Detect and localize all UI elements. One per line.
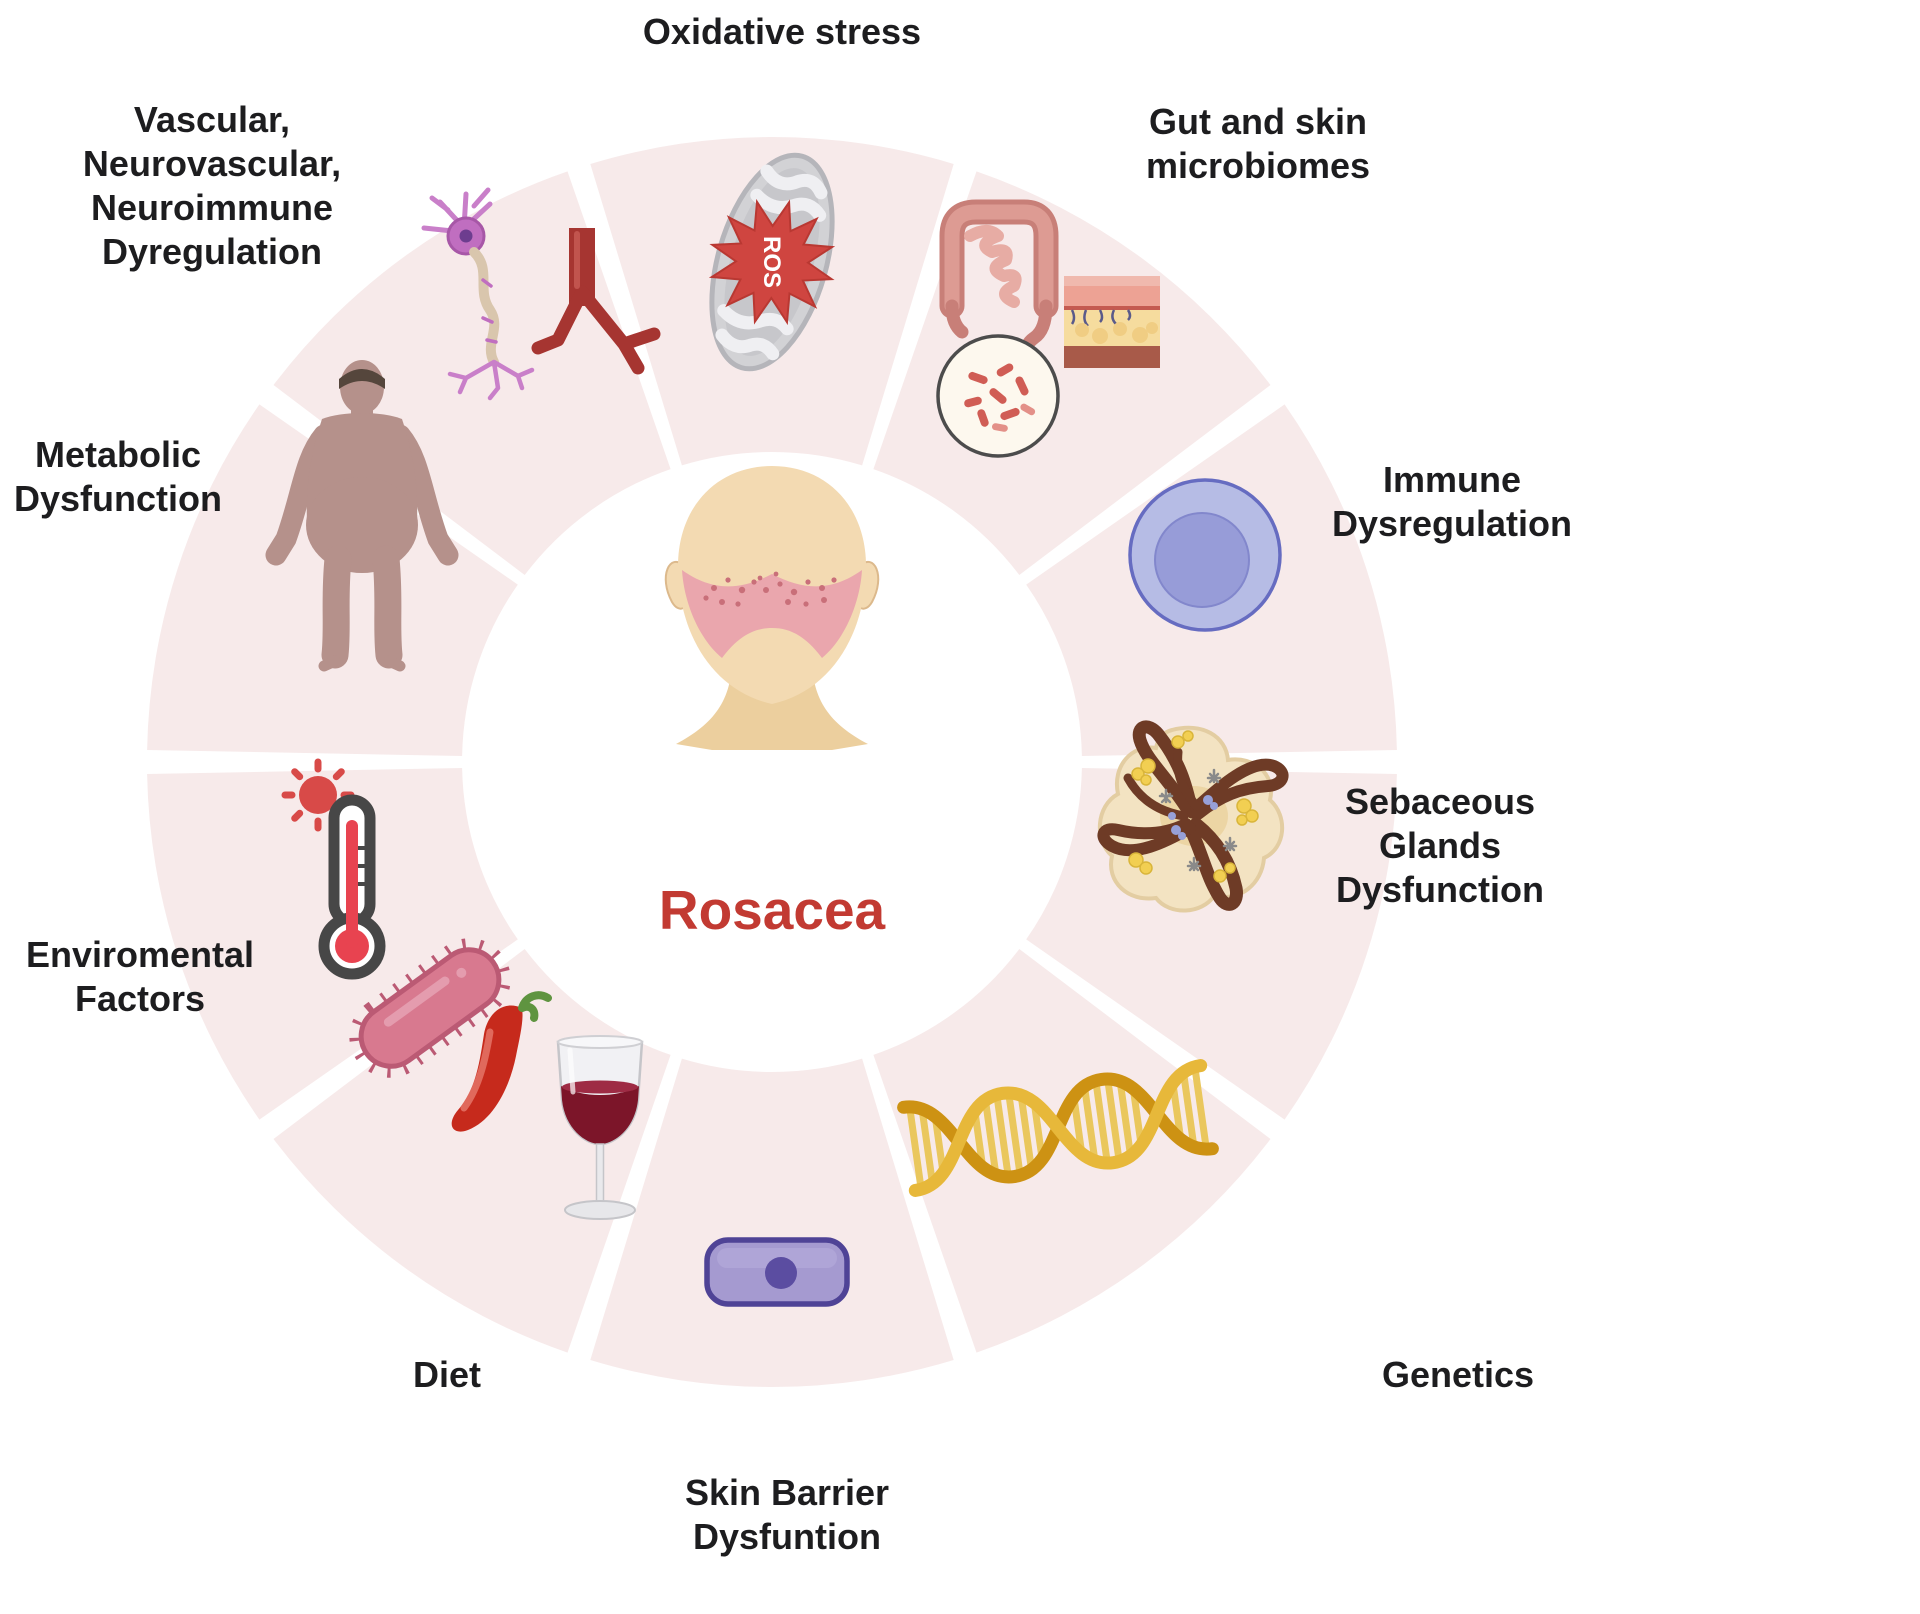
- ros-starburst-icon: ROS: [708, 198, 836, 326]
- label-oxidative-stress: Oxidative stress: [642, 11, 922, 52]
- petri-dish-icon: [936, 334, 1060, 458]
- ros-text: ROS: [758, 236, 785, 288]
- dna-icon: [897, 1059, 1219, 1197]
- label-skin-barrier: Skin Barrier Dysfuntion: [684, 1472, 890, 1557]
- skin-icon: [1064, 276, 1160, 368]
- label-sebaceous-glands: Sebaceous Glands Dysfunction: [1335, 781, 1545, 910]
- immune-cell-icon: [1128, 478, 1282, 632]
- label-vascular: Vascular, Neurovascular, Neuroimmune Dyr…: [82, 99, 342, 272]
- neuron-icon: [421, 187, 535, 401]
- label-gut-skin-microbiomes: Gut and skin microbiomes: [1145, 101, 1371, 186]
- label-diet: Diet: [412, 1354, 482, 1395]
- face-icon: [664, 466, 880, 750]
- blood-vessel-icon: [531, 228, 661, 375]
- rosacea-rash: [682, 570, 862, 658]
- label-environmental: Enviromental Factors: [25, 934, 255, 1019]
- label-immune-dysregulation: Immune Dysregulation: [1331, 459, 1573, 544]
- segment-skin-barrier: [590, 1058, 954, 1387]
- chili-icon: [451, 991, 552, 1132]
- sebaceous-gland-icon: [1097, 720, 1289, 913]
- mitochondria-icon: ROS: [708, 152, 836, 372]
- label-genetics: Genetics: [1381, 1354, 1535, 1395]
- thermometer-icon: [318, 794, 386, 980]
- skin-cell-icon: [704, 1237, 850, 1307]
- bacteria-icon: [349, 938, 511, 1078]
- center-title: Rosacea: [658, 879, 886, 941]
- wine-glass-icon: [556, 1035, 644, 1220]
- label-metabolic: Metabolic Dysfunction: [13, 434, 223, 519]
- segment-gut-skin-microbiomes: [873, 171, 1271, 575]
- body-icon: [265, 360, 459, 672]
